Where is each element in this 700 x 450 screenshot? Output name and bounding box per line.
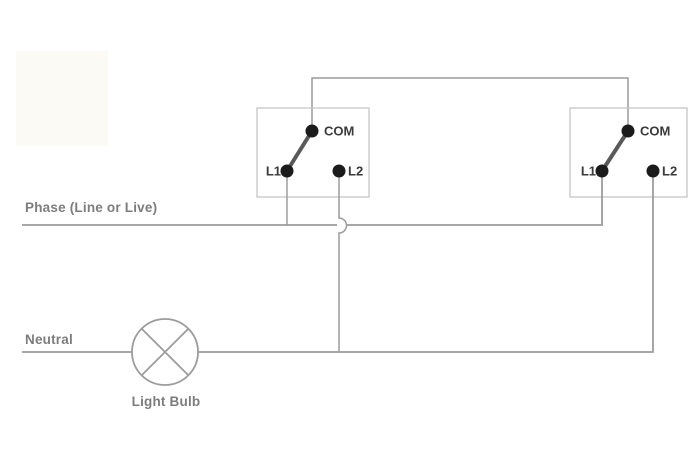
- com-link-wire: [311, 77, 629, 131]
- bulb-cross-line-2: [141, 328, 189, 376]
- phase-line-right-segment: [346, 171, 603, 226]
- switch1-l2-label: L2: [348, 164, 363, 179]
- switch1-l2-wire-with-hop: [338, 171, 348, 352]
- switch2-l1-terminal: [595, 164, 609, 178]
- switch2-l1-label: L1: [581, 164, 596, 179]
- switch1-l1-terminal: [280, 164, 294, 178]
- switch2-l2-label: L2: [662, 164, 677, 179]
- switch1-box: [256, 107, 370, 198]
- switch1-l2-terminal: [332, 164, 346, 178]
- switch2-com-label: COM: [640, 124, 670, 139]
- switch1-com-label: COM: [324, 124, 354, 139]
- switch2-lever: [600, 129, 630, 173]
- switch2-com-terminal: [621, 124, 635, 138]
- phase-line-label: Phase (Line or Live): [25, 200, 157, 215]
- light-bulb-label: Light Bulb: [132, 394, 201, 409]
- switch1-com-terminal: [305, 124, 319, 138]
- switch1-l1-label: L1: [266, 164, 281, 179]
- lamp-to-switch2-wire: [198, 171, 654, 353]
- switch2-l2-terminal: [646, 164, 660, 178]
- switch2-box: [569, 107, 688, 198]
- switch1-lever: [285, 129, 314, 173]
- neutral-line-label: Neutral: [25, 332, 73, 347]
- background-highlight-panel: [16, 51, 108, 146]
